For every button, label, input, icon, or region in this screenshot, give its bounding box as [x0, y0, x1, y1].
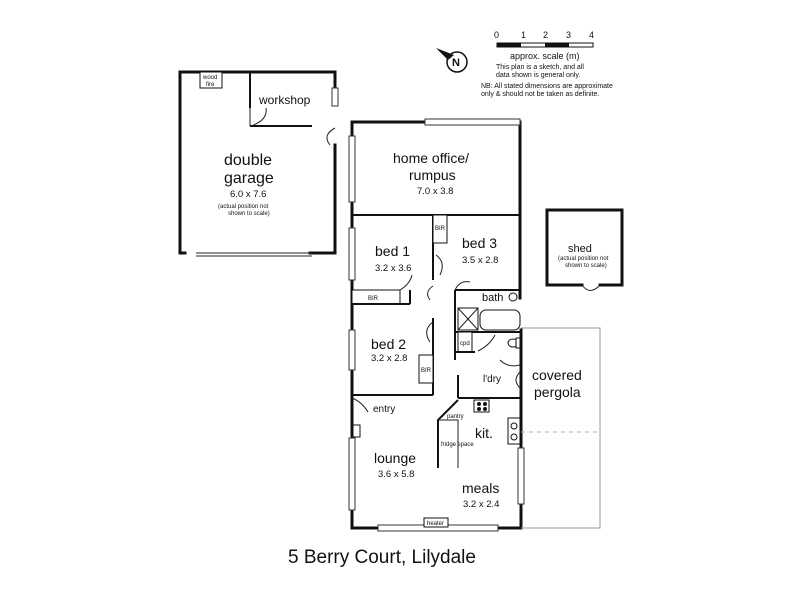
workshop-label: workshop: [258, 93, 311, 107]
scale-bar: 0 1 2 3 4 approx. scale (m) This plan is…: [481, 30, 613, 98]
cpd-label: cpd: [460, 341, 470, 347]
lounge-label: lounge: [374, 450, 416, 466]
shed-structure: [545, 208, 624, 291]
garage-structure: [178, 70, 339, 257]
scale-tick-3: 3: [566, 30, 571, 40]
bed1-label: bed 1: [375, 243, 410, 259]
pantry-label: pantry: [447, 414, 464, 420]
kitchen-label: kit.: [475, 425, 493, 441]
scale-note-2: data shown is general only.: [496, 72, 580, 79]
scale-note-1: This plan is a sketch, and all: [496, 64, 584, 71]
pergola-label-1: covered: [532, 367, 582, 383]
shed-note-1: (actual position not: [558, 256, 609, 262]
pergola-label-2: pergola: [534, 384, 581, 400]
pergola-outline: [521, 327, 601, 529]
scale-tick-4: 4: [589, 30, 594, 40]
compass-label: N: [452, 57, 460, 69]
entry-label: entry: [373, 404, 395, 415]
garage-label-2: garage: [224, 170, 274, 187]
heater-label: heater: [427, 521, 444, 527]
garage-note-1: (actual position not: [218, 204, 269, 210]
woodfire-label-2: fire: [206, 82, 215, 88]
north-arrow-icon: N: [436, 48, 468, 73]
fridge-label: fridge space: [441, 442, 474, 448]
bed3-label: bed 3: [462, 235, 497, 251]
scale-tick-1: 1: [521, 30, 526, 40]
office-label-2: rumpus: [409, 167, 456, 183]
office-label-1: home office/: [393, 150, 469, 166]
bed2-dimensions: 3.2 x 2.8: [371, 353, 407, 364]
garage-label-1: double: [224, 152, 272, 169]
house-structure: [348, 118, 525, 532]
shed-label: shed: [568, 243, 592, 255]
garage-note-2: shown to scale): [228, 211, 270, 217]
meals-dimensions: 3.2 x 2.4: [463, 499, 499, 510]
scale-tick-2: 2: [543, 30, 548, 40]
bir-bed2-label: BIR: [421, 368, 432, 374]
bed2-label: bed 2: [371, 336, 406, 352]
meals-label: meals: [462, 480, 499, 496]
office-dimensions: 7.0 x 3.8: [417, 186, 453, 197]
scale-note-3: NB: All stated dimensions are approximat…: [481, 83, 613, 90]
bed3-dimensions: 3.5 x 2.8: [462, 255, 498, 266]
property-address: 5 Berry Court, Lilydale: [288, 547, 476, 568]
shed-note-2: shown to scale): [565, 263, 607, 269]
bed1-dimensions: 3.2 x 3.6: [375, 263, 411, 274]
ldry-label: l'dry: [483, 374, 501, 385]
scale-note-4: only & should not be taken as definite.: [481, 91, 599, 98]
bath-label: bath: [482, 292, 503, 304]
scale-tick-0: 0: [494, 30, 499, 40]
woodfire-label-1: wood: [202, 75, 217, 81]
scale-label: approx. scale (m): [510, 51, 580, 61]
bir-bed3-label: BIR: [435, 226, 446, 232]
garage-dimensions: 6.0 x 7.6: [230, 189, 266, 200]
bir-bed1-label: BIR: [368, 296, 379, 302]
lounge-dimensions: 3.6 x 5.8: [378, 469, 414, 480]
